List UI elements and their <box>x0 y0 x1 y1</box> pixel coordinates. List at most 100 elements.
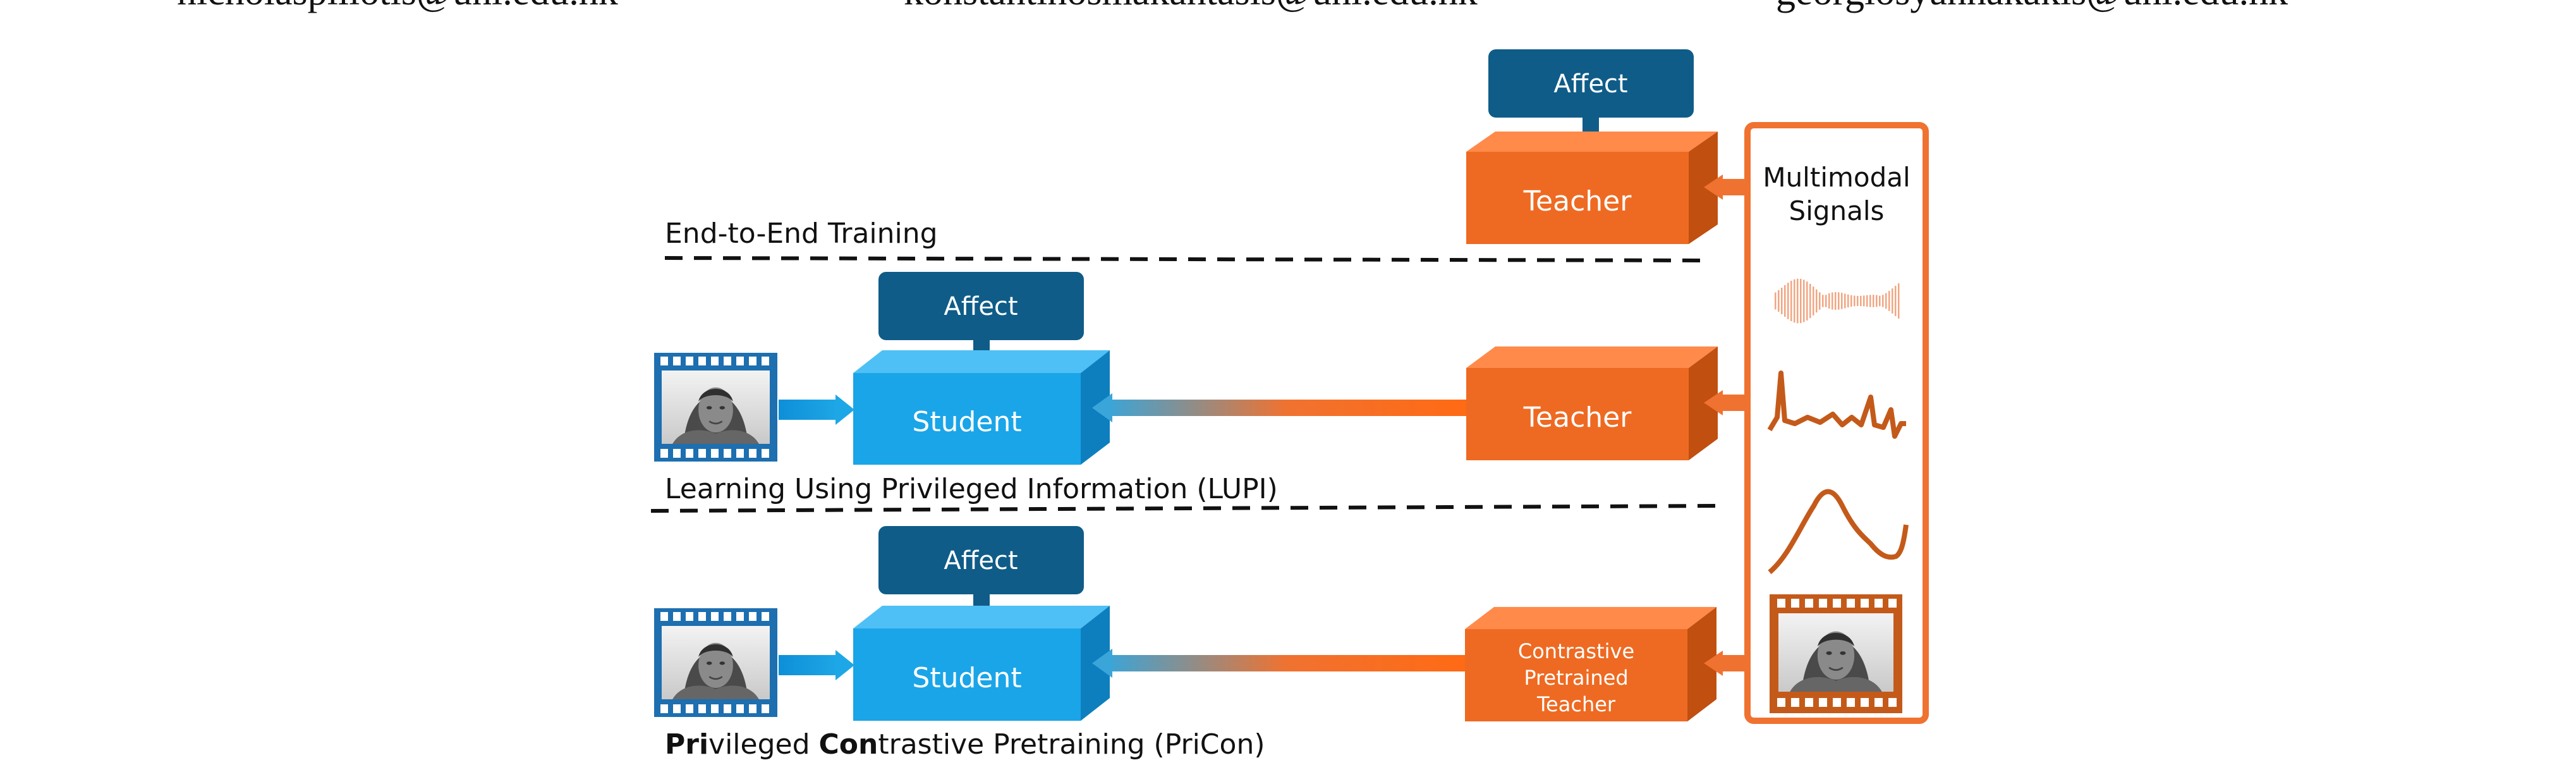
arrow-teacher-to-student-pricon <box>1092 649 1467 678</box>
film-perforation <box>724 612 731 621</box>
waveform-bar <box>1822 295 1824 307</box>
film-perforation <box>1888 599 1897 608</box>
film-perforation <box>1777 599 1785 608</box>
signals-panel <box>1744 122 1929 724</box>
label-pricon-part-2: vileged <box>708 728 819 761</box>
teacher-label-top: Teacher <box>1523 185 1632 217</box>
waveform-bar <box>1876 295 1878 307</box>
film-perforation <box>1874 599 1883 608</box>
separator-line-2 <box>650 504 1720 513</box>
label-pricon-part-1: Pri <box>665 728 709 761</box>
waveform-bar <box>1809 283 1811 319</box>
film-perforation <box>711 449 719 458</box>
film-perforation <box>1777 698 1785 707</box>
film-perforation <box>711 704 719 713</box>
waveform-bar <box>1857 295 1859 307</box>
waveform-bar <box>1775 292 1777 310</box>
audio-waveform-icon <box>1775 278 1900 324</box>
waveform-bar <box>1825 295 1827 307</box>
label-end-to-end: End-to-End Training <box>665 217 938 250</box>
film-perforation <box>686 357 693 365</box>
film-perforation <box>673 704 681 713</box>
waveform-bar <box>1860 295 1862 307</box>
film-perforation <box>762 357 769 365</box>
film-perforation <box>1861 698 1869 707</box>
teacher-box-lupi: Teacher <box>1466 346 1718 460</box>
waveform-bar <box>1866 295 1868 307</box>
film-perforation <box>1861 599 1869 608</box>
film-perforation <box>711 612 719 621</box>
film-perforation <box>686 449 693 458</box>
affect-label-top: Affect <box>1553 70 1627 99</box>
waveform-bar <box>1885 293 1887 309</box>
film-perforation <box>660 612 668 621</box>
film-perforation <box>673 612 681 621</box>
film-perforation <box>660 357 668 365</box>
student-label-lupi: Student <box>912 406 1021 438</box>
film-frame-lupi-icon <box>654 353 777 462</box>
film-perforation <box>1833 599 1841 608</box>
waveform-bar <box>1832 292 1833 310</box>
waveform-bar <box>1813 286 1814 315</box>
author-email-3: georgiosyannakakis@uni.edu.hk <box>1776 0 2288 15</box>
waveform-bar <box>1778 290 1780 312</box>
film-perforation <box>673 449 681 458</box>
author-emails: nicholaspiliotis@uni.edu.hk konstantinos… <box>0 0 2576 14</box>
teacher-box-top: Teacher <box>1466 132 1718 244</box>
physio-signal-1-icon <box>1767 371 1906 439</box>
contrastive-teacher-box: Contrastive Pretrained Teacher <box>1465 607 1716 721</box>
waveform-bar <box>1781 288 1783 314</box>
waveform-bar <box>1863 295 1865 307</box>
contrastive-teacher-label-line-2: Pretrained <box>1524 666 1628 690</box>
video-frame-orange-icon <box>1770 594 1902 713</box>
film-perforation <box>660 704 668 713</box>
waveform-bar <box>1835 291 1837 310</box>
student-box-lupi: Student <box>853 350 1110 465</box>
waveform-bar <box>1816 289 1818 313</box>
arrow-signals-to-teacher-pricon <box>1704 651 1749 676</box>
film-perforation <box>736 357 744 365</box>
waveform-bar <box>1828 293 1830 309</box>
film-perforation <box>1847 599 1855 608</box>
film-perforation <box>1819 698 1827 707</box>
waveform-bar <box>1888 291 1890 311</box>
waveform-bar <box>1898 283 1900 319</box>
waveform-bar <box>1850 295 1852 307</box>
label-pricon-part-3: Con <box>818 728 878 761</box>
film-perforation <box>762 704 769 713</box>
waveform-bar <box>1879 295 1881 307</box>
film-perforation <box>724 449 731 458</box>
film-perforation <box>1819 599 1827 608</box>
film-perforation <box>724 704 731 713</box>
contrastive-teacher-label-line-3: Teacher <box>1536 692 1616 716</box>
film-perforation <box>698 704 706 713</box>
waveform-bar <box>1869 295 1871 307</box>
waveform-bar <box>1790 281 1792 321</box>
waveform-bar <box>1797 278 1799 324</box>
film-perforation <box>1791 599 1799 608</box>
contrastive-teacher-label-line-1: Contrastive <box>1518 639 1634 663</box>
arrow-affect-to-teacher-top <box>1571 116 1610 149</box>
separator-line-1 <box>664 256 1707 262</box>
label-lupi: Learning Using Privileged Information (L… <box>665 473 1278 505</box>
waveform-bar <box>1854 295 1856 307</box>
label-pricon-part-4: trastive Pretraining (PriCon) <box>878 728 1265 761</box>
arrow-affect-to-student-pricon <box>961 593 1002 626</box>
film-perforation <box>711 357 719 365</box>
film-perforation <box>749 612 756 621</box>
student-box-pricon: Student <box>853 606 1110 721</box>
waveform-bar <box>1892 288 1893 314</box>
film-perforation <box>736 449 744 458</box>
film-perforation <box>1874 698 1883 707</box>
film-perforation <box>749 704 756 713</box>
waveform-bar <box>1787 283 1789 319</box>
film-perforation <box>1833 698 1841 707</box>
film-perforation <box>1847 698 1855 707</box>
waveform-bar <box>1882 295 1884 307</box>
waveform-bar <box>1895 286 1897 316</box>
film-perforation <box>749 449 756 458</box>
arrow-affect-to-student-lupi <box>961 339 1002 372</box>
film-perforation <box>1805 599 1813 608</box>
film-perforation <box>736 612 744 621</box>
